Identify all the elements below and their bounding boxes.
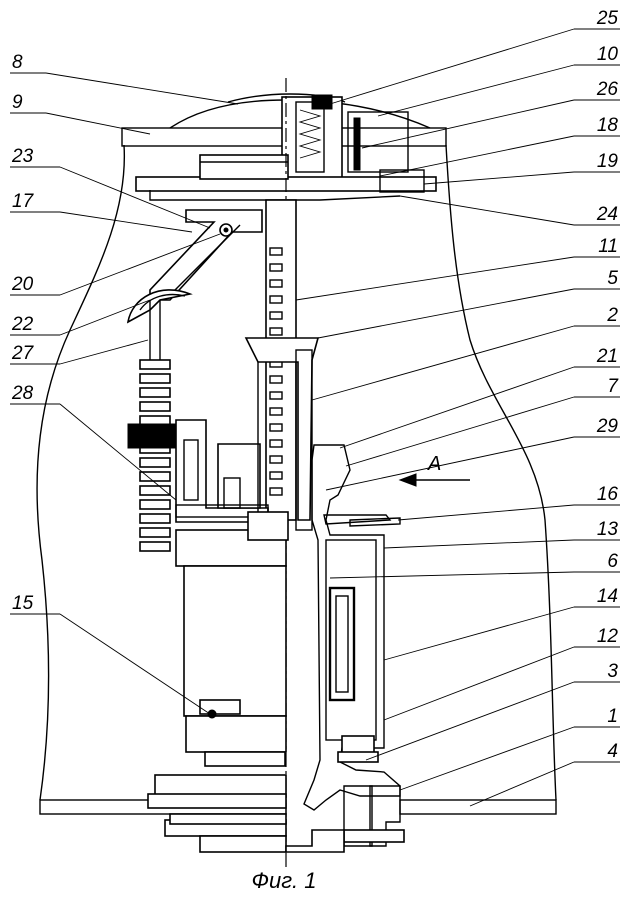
callout-leader <box>397 504 575 521</box>
lever-arm <box>126 209 263 324</box>
rack-tooth <box>269 487 283 496</box>
callout-number: 18 <box>597 115 619 136</box>
float-chain <box>127 300 181 552</box>
callout-number: 27 <box>11 343 35 364</box>
callout-number: 25 <box>596 8 619 29</box>
chain-link <box>139 373 171 384</box>
callout-number: 21 <box>596 346 618 367</box>
callout-number: 24 <box>596 204 618 225</box>
callout-leader <box>377 64 575 117</box>
rack-tooth <box>269 311 283 320</box>
callout-number: 28 <box>11 383 34 404</box>
rack-tooth <box>269 471 283 480</box>
callout-leader <box>59 211 193 233</box>
callout-number: 7 <box>607 376 619 397</box>
callout-leaders <box>10 28 620 807</box>
rack-tooth <box>269 295 283 304</box>
rack-tooth <box>269 423 283 432</box>
callout-number: 9 <box>12 92 23 113</box>
view-label: A <box>427 453 441 475</box>
callout-leader <box>329 28 575 105</box>
callout-number: 29 <box>596 416 619 437</box>
rack-tooth <box>269 407 283 416</box>
callout-leader <box>383 646 575 721</box>
tank-floor <box>39 793 557 825</box>
callout-leader <box>361 99 575 149</box>
callout-number: 20 <box>11 274 34 295</box>
callout-number: 8 <box>12 52 23 73</box>
overflow-tube <box>244 337 320 531</box>
chain-link <box>139 527 171 538</box>
chain-link <box>139 485 171 496</box>
callout-leader <box>59 233 221 296</box>
rack-tooth <box>269 279 283 288</box>
chain-link <box>139 387 171 398</box>
callout-leader <box>317 288 575 339</box>
view-arrow: A <box>398 453 470 487</box>
chain-link <box>139 401 171 412</box>
chain-link <box>139 499 171 510</box>
callout-number: 13 <box>597 519 619 540</box>
callout-labels: 8923172022272815251026181924115221729161… <box>11 8 619 762</box>
callout-leader <box>365 681 575 761</box>
cistern-outline <box>36 144 557 801</box>
figure-caption: Фиг. 1 <box>251 868 316 893</box>
chain-link <box>139 513 171 524</box>
callout-leader <box>383 606 575 661</box>
callout-leader <box>311 325 575 401</box>
callout-number: 12 <box>597 626 619 647</box>
rack-tooth <box>269 263 283 272</box>
callout-number: 22 <box>11 314 34 335</box>
callout-number: 1 <box>607 706 618 727</box>
chain-link <box>139 359 171 370</box>
rack-tooth <box>269 391 283 400</box>
callout-leader <box>329 571 575 579</box>
callout-number: 2 <box>606 305 618 326</box>
float-bracket <box>175 419 269 523</box>
callout-leader <box>295 256 575 301</box>
valve-housing <box>154 511 289 853</box>
callout-number: 10 <box>597 44 619 65</box>
callout-number: 6 <box>607 551 618 572</box>
rack-tooth <box>269 247 283 256</box>
callout-number: 26 <box>596 79 619 100</box>
callout-leader <box>325 436 575 491</box>
rack-tooth <box>269 455 283 464</box>
callout-leader <box>469 761 575 807</box>
callout-leader <box>383 539 575 549</box>
callout-number: 3 <box>607 661 618 682</box>
callout-number: 14 <box>597 586 618 607</box>
callout-leader <box>399 726 575 791</box>
callout-leader <box>59 339 149 365</box>
callout-number: 4 <box>607 741 618 762</box>
callout-number: 19 <box>597 151 619 172</box>
callout-number: 16 <box>597 484 619 505</box>
callout-number: 11 <box>598 236 618 257</box>
callout-number: 17 <box>12 191 35 212</box>
rack-tooth <box>269 375 283 384</box>
callout-leader <box>339 366 575 449</box>
callout-leader <box>59 613 211 715</box>
callout-leader <box>399 195 575 226</box>
callout-leader <box>59 299 151 336</box>
valve-shell-right <box>285 444 405 853</box>
callout-leader <box>345 396 575 467</box>
chain-link <box>139 541 171 552</box>
callout-leader <box>45 112 151 135</box>
callout-number: 15 <box>12 593 34 614</box>
callout-leader <box>423 171 575 185</box>
callout-number: 23 <box>11 146 34 167</box>
callout-number: 5 <box>607 268 618 289</box>
callout-leader <box>59 403 177 501</box>
callout-leader <box>379 135 575 177</box>
chain-link <box>139 457 171 468</box>
callout-leader <box>45 72 239 105</box>
callout-leader <box>59 166 211 229</box>
chain-link <box>139 471 171 482</box>
rack-tooth <box>269 327 283 336</box>
rack-tooth <box>269 439 283 448</box>
